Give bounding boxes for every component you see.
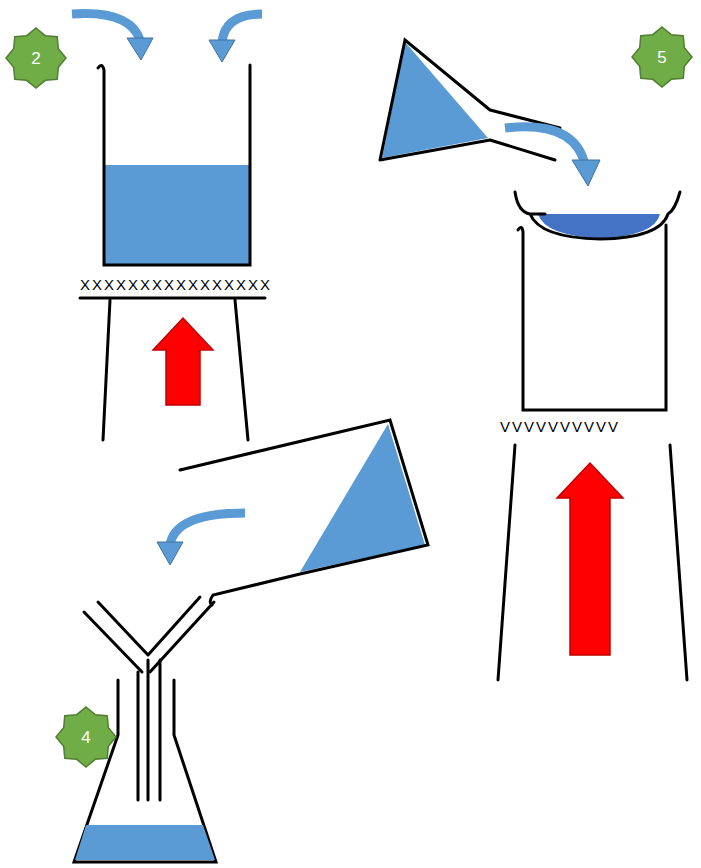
arrow-head bbox=[127, 38, 153, 60]
pour-arrow bbox=[222, 14, 262, 42]
star bbox=[632, 27, 692, 87]
conical-flask bbox=[74, 680, 216, 862]
tripod-top bbox=[80, 297, 265, 300]
beaker bbox=[518, 225, 666, 410]
gauze-mark: XXXXXXXXXXXXXXXX bbox=[80, 277, 272, 292]
callout-number: 4 bbox=[81, 729, 90, 746]
beaker bbox=[98, 65, 250, 265]
funnel-stem bbox=[138, 660, 160, 800]
star bbox=[6, 28, 66, 88]
water bbox=[104, 165, 250, 265]
callout-star: 5 bbox=[631, 26, 693, 88]
arrow-head bbox=[572, 160, 600, 186]
gauze-mark: VVVVVVVVVV bbox=[500, 419, 620, 434]
arrow-head bbox=[157, 542, 183, 565]
funnel-liquid bbox=[382, 42, 488, 158]
callout-number: 5 bbox=[657, 49, 666, 66]
callout-star: 4 bbox=[55, 706, 117, 768]
arrow-head bbox=[209, 40, 235, 62]
pour-arrow bbox=[170, 513, 245, 545]
callout-star: 2 bbox=[5, 27, 67, 89]
callout-number: 2 bbox=[31, 50, 40, 67]
star bbox=[56, 707, 116, 767]
tripod-leg bbox=[103, 300, 110, 440]
funnel bbox=[380, 40, 560, 160]
heat-arrow bbox=[557, 463, 623, 655]
filtrate bbox=[75, 825, 215, 860]
pour-arrow bbox=[72, 14, 140, 40]
heat-arrow bbox=[153, 318, 213, 405]
pour-arrow bbox=[505, 127, 585, 165]
evaporating-dish bbox=[515, 192, 680, 239]
tripod-leg bbox=[498, 445, 515, 680]
tripod-leg bbox=[235, 300, 248, 440]
tripod-leg bbox=[670, 445, 687, 680]
